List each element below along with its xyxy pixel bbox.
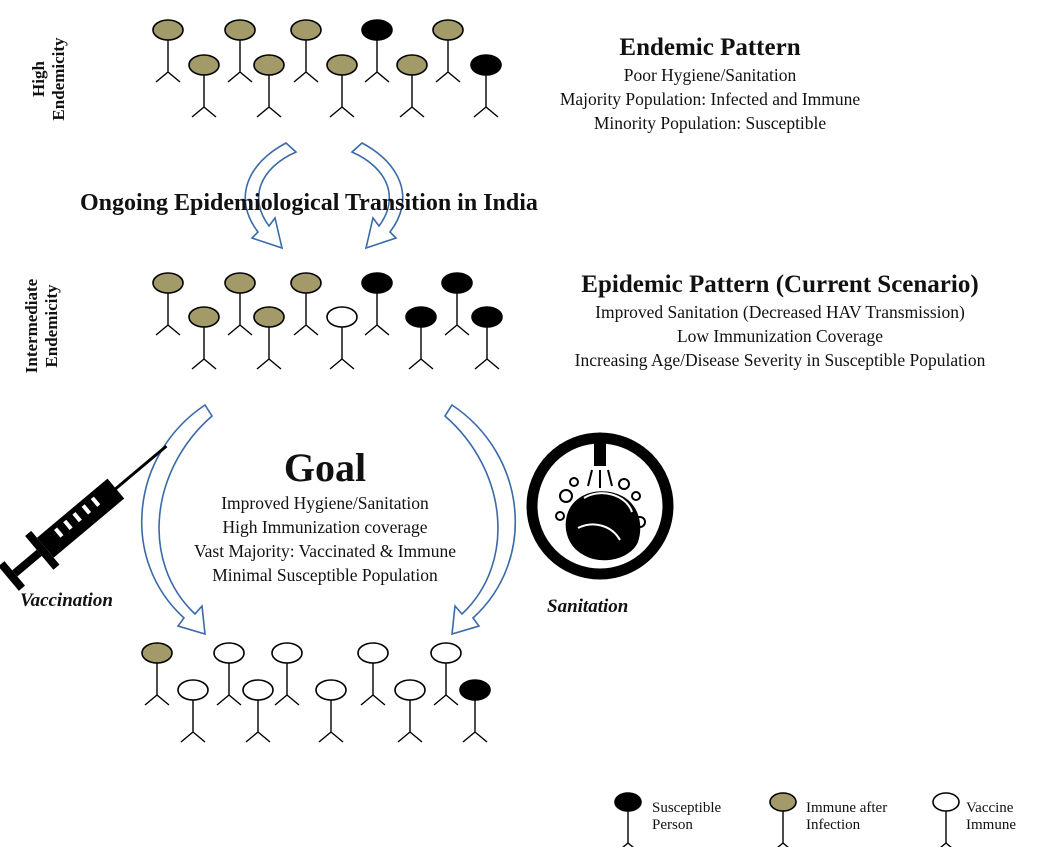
person-figure <box>290 19 322 83</box>
epidemic-line: Improved Sanitation (Decreased HAV Trans… <box>595 302 965 322</box>
person-figure <box>470 54 502 118</box>
endemic-line: Minority Population: Susceptible <box>593 113 827 133</box>
goal-line: High Immunization coverage <box>222 517 428 537</box>
arrow-high-to-intermediate-left <box>244 142 298 250</box>
person-figure <box>271 642 303 706</box>
high-endemicity-label: High Endemicity <box>29 37 68 121</box>
goal-title: Goal <box>283 445 367 490</box>
person-figure <box>224 272 256 336</box>
person-figure <box>396 54 428 118</box>
person-figure <box>405 306 437 370</box>
person-figure <box>188 306 220 370</box>
endemic-line: Poor Hygiene/Sanitation <box>623 65 797 85</box>
person-figure <box>213 642 245 706</box>
sanitation-label: Sanitation <box>547 596 629 617</box>
person-figure <box>290 272 322 336</box>
person-figure <box>357 642 389 706</box>
person-figure <box>459 679 491 743</box>
person-figure <box>471 306 503 370</box>
person-figure <box>141 642 173 706</box>
endemic-pattern-title: Endemic Pattern <box>619 34 801 61</box>
transition-arrows <box>141 142 516 636</box>
arrow-vaccination <box>141 403 214 636</box>
legend-infection-label: Immune after Infection <box>806 800 888 833</box>
person-figure <box>188 54 220 118</box>
transition-title: Ongoing Epidemiological Transition in In… <box>80 190 538 216</box>
handwashing-icon <box>526 432 674 580</box>
legend-infection-icon <box>769 792 797 847</box>
person-figure <box>432 19 464 83</box>
person-figure <box>430 642 462 706</box>
person-figure <box>253 54 285 118</box>
legend-vaccine-label: Vaccine Immune <box>966 800 1016 833</box>
syringe-icon <box>0 445 168 591</box>
intermediate-endemicity-label: Intermediate Endemicity <box>22 278 61 374</box>
person-figure <box>361 272 393 336</box>
person-figure <box>361 19 393 83</box>
person-figure <box>152 272 184 336</box>
legend-vaccine-icon <box>932 792 960 847</box>
endemic-pattern-block: Endemic Pattern Poor Hygiene/Sanitation … <box>500 33 920 135</box>
person-figure <box>224 19 256 83</box>
person-figure <box>326 306 358 370</box>
vaccination-label: Vaccination <box>20 590 113 611</box>
legend-susceptible-icon <box>614 792 642 847</box>
goal-line: Vast Majority: Vaccinated & Immune <box>193 541 457 561</box>
goal-block: Goal Improved Hygiene/Sanitation High Im… <box>175 445 475 587</box>
epidemic-pattern-title: Epidemic Pattern (Current Scenario) <box>581 271 979 298</box>
person-figure <box>394 679 426 743</box>
person-figure <box>441 272 473 336</box>
person-figure <box>326 54 358 118</box>
person-figure <box>242 679 274 743</box>
goal-line: Improved Hygiene/Sanitation <box>221 493 429 513</box>
epidemic-pattern-block: Epidemic Pattern (Current Scenario) Impr… <box>505 270 1046 372</box>
endemic-line: Majority Population: Infected and Immune <box>559 89 861 109</box>
person-figure <box>315 679 347 743</box>
person-figure <box>253 306 285 370</box>
goal-line: Minimal Susceptible Population <box>212 565 438 585</box>
person-figure <box>152 19 184 83</box>
arrow-high-to-intermediate-right <box>350 142 404 250</box>
epidemic-line: Low Immunization Coverage <box>676 326 884 346</box>
person-figure <box>177 679 209 743</box>
arrow-sanitation <box>443 403 516 636</box>
legend-susceptible-label: Susceptible Person <box>652 800 722 833</box>
epidemic-line: Increasing Age/Disease Severity in Susce… <box>574 350 986 370</box>
